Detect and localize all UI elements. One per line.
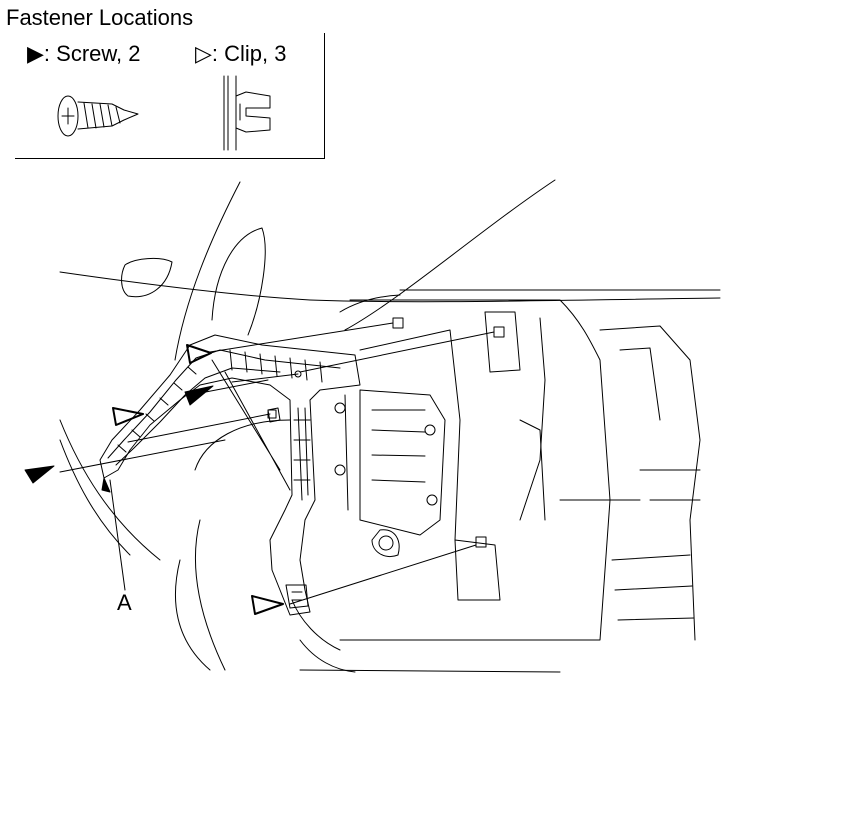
bracket-a: [99, 334, 361, 616]
vehicle-body-lines: [59, 179, 721, 673]
clip-marker-icon: [112, 344, 284, 615]
clip-icon: [223, 75, 271, 151]
legend-screw-label: : Screw, 2: [43, 41, 141, 66]
legend-entry-clip: ▷: Clip, 3: [195, 40, 287, 68]
leader-lines: [59, 322, 495, 605]
clip-marker-icon: ▷: [195, 41, 212, 66]
callout-a-label: A: [117, 590, 132, 615]
screw-icon: [57, 95, 139, 137]
mount-holes: [267, 317, 505, 548]
legend-entry-screw: ▶: Screw, 2: [27, 40, 141, 68]
legend-box: ▶: Screw, 2 ▷: Clip, 3: [15, 33, 325, 159]
legend-clip-label: : Clip, 3: [211, 41, 287, 66]
legend-title: Fastener Locations: [6, 5, 194, 30]
screw-marker-icon: ▶: [27, 41, 44, 66]
callout-a-arrow: [101, 477, 111, 493]
screw-marker-icon: [24, 385, 214, 484]
fender-panel: [334, 299, 701, 641]
